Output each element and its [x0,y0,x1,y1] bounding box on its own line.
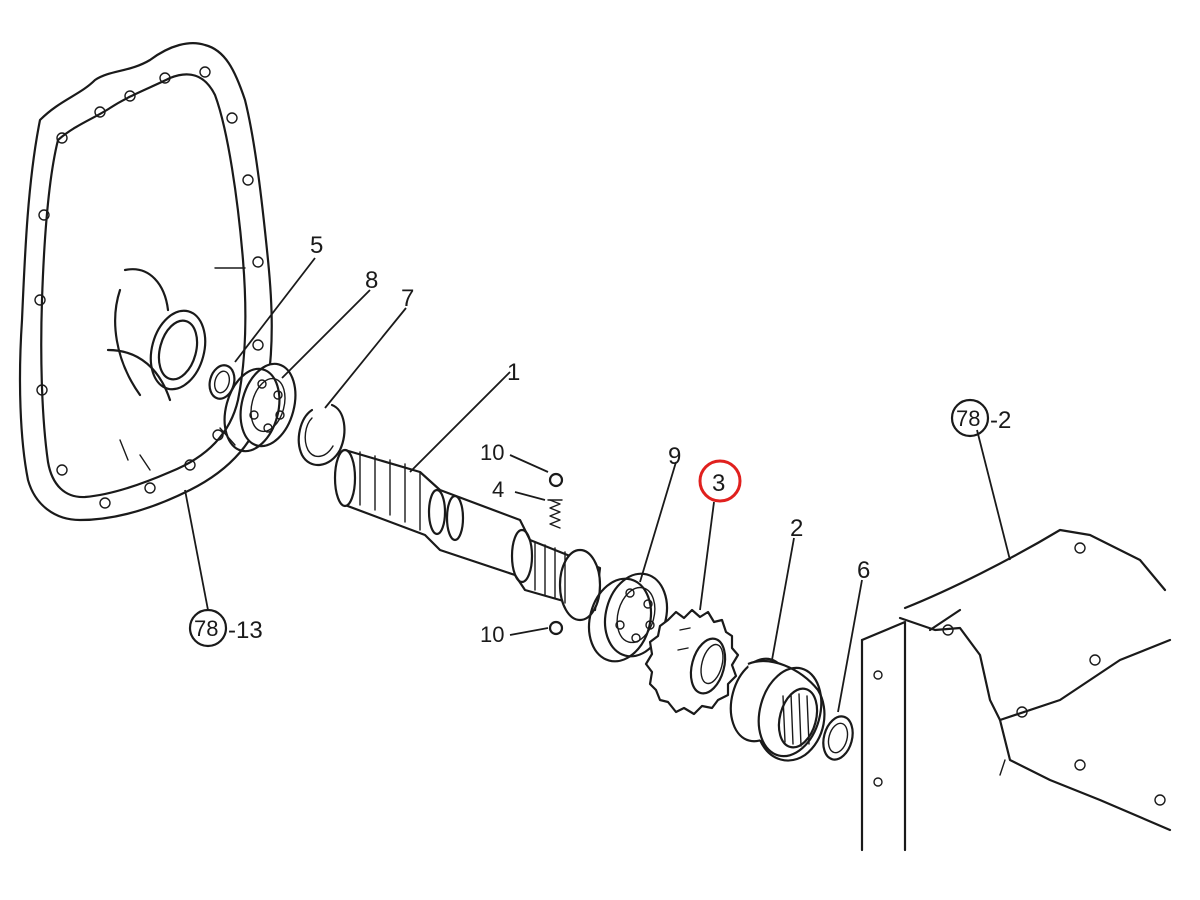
leader-lines [184,257,1011,713]
housing-cover-left [18,42,273,522]
part-3-gear [644,608,740,716]
label-part-4: 4 [492,477,504,502]
label-part-2: 2 [790,515,803,542]
label-part-9: 9 [668,443,681,470]
part-5-snap-ring [208,364,236,400]
label-part-10-top: 10 [480,440,504,465]
part-3-highlight-circle [698,459,742,503]
ref-78-13-suffix: -13 [228,617,263,644]
part-6-snap-ring [822,715,854,761]
ref-78-13-callout: 78 -13 [188,608,263,648]
label-part-8: 8 [365,267,378,294]
ref-78-2-suffix: -2 [990,407,1011,434]
part-10-ball-top [548,472,564,488]
label-part-3: 3 [712,470,725,497]
part-8-ball-bearing [223,362,297,453]
part-10-ball-bottom [548,620,564,636]
label-part-7: 7 [401,285,414,312]
part-7-circlip [297,403,346,466]
ref-78-2-callout: 78 -2 [950,398,1011,438]
label-part-10-bottom: 10 [480,622,504,647]
label-part-1: 1 [507,359,520,386]
label-part-5: 5 [310,232,323,259]
part-2-coupling [729,657,826,762]
housing-right [860,528,1172,852]
part-4-spring [547,499,563,529]
part-1-main-shaft [333,448,602,622]
label-part-6: 6 [857,557,870,584]
ref-78-13-number: 78 [194,616,218,641]
ref-78-2-number: 78 [956,406,980,431]
